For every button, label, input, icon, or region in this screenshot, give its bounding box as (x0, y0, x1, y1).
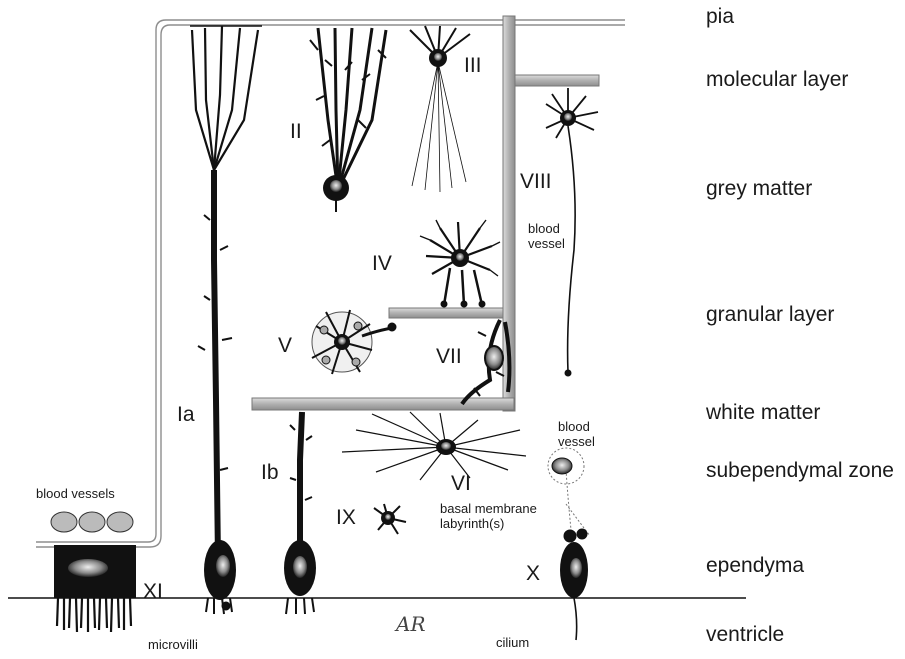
cell-vi (342, 412, 526, 480)
label-cell-x: X (526, 562, 540, 586)
label-cell-v: V (278, 334, 292, 358)
label-cell-xi: XI (143, 580, 163, 604)
cell-ix (374, 504, 406, 534)
label-basal-membrane: basal membrane labyrinth(s) (440, 502, 564, 532)
upper-branch-vessel (515, 75, 599, 86)
cell-ia (190, 26, 262, 614)
label-cell-viii: VIII (520, 170, 552, 194)
label-cell-ix: IX (336, 506, 356, 530)
label-blood-vessel-central: blood vessel (528, 222, 576, 252)
cell-iv (420, 220, 500, 307)
artist-signature: AR (396, 612, 426, 636)
label-blood-vessel-subependymal: blood vessel (558, 420, 606, 450)
label-white-matter: white matter (706, 400, 820, 425)
label-cell-vi: VI (451, 472, 471, 496)
label-ventricle: ventricle (706, 622, 784, 647)
cell-v (312, 310, 396, 374)
cell-ib (284, 412, 316, 614)
label-granular-layer: granular layer (706, 302, 834, 327)
granular-branch-vessel (389, 308, 503, 318)
cell-x (548, 448, 590, 640)
white-matter-vessel (252, 398, 514, 410)
label-cilium: cilium (496, 636, 529, 651)
label-blood-vessels: blood vessels (36, 487, 115, 502)
blood-vessels (252, 16, 599, 411)
label-molecular-layer: molecular layer (706, 67, 848, 92)
label-cell-ii: II (290, 120, 302, 144)
pia-boundary (36, 20, 625, 547)
label-pia: pia (706, 4, 734, 29)
cell-iii (410, 26, 470, 192)
label-cell-iii: III (464, 54, 482, 78)
label-cell-iv: IV (372, 252, 392, 276)
label-cell-vii: VII (436, 345, 462, 369)
cell-ii (310, 28, 386, 212)
cell-xi (51, 512, 136, 632)
label-microvilli: microvilli (148, 638, 198, 653)
label-cell-ia: Ia (177, 403, 195, 427)
label-subependymal-zone: subependymal zone (706, 458, 896, 483)
label-cell-ib: Ib (261, 461, 279, 485)
cell-vii (462, 320, 509, 404)
label-ependyma: ependyma (706, 553, 804, 578)
label-grey-matter: grey matter (706, 176, 812, 201)
